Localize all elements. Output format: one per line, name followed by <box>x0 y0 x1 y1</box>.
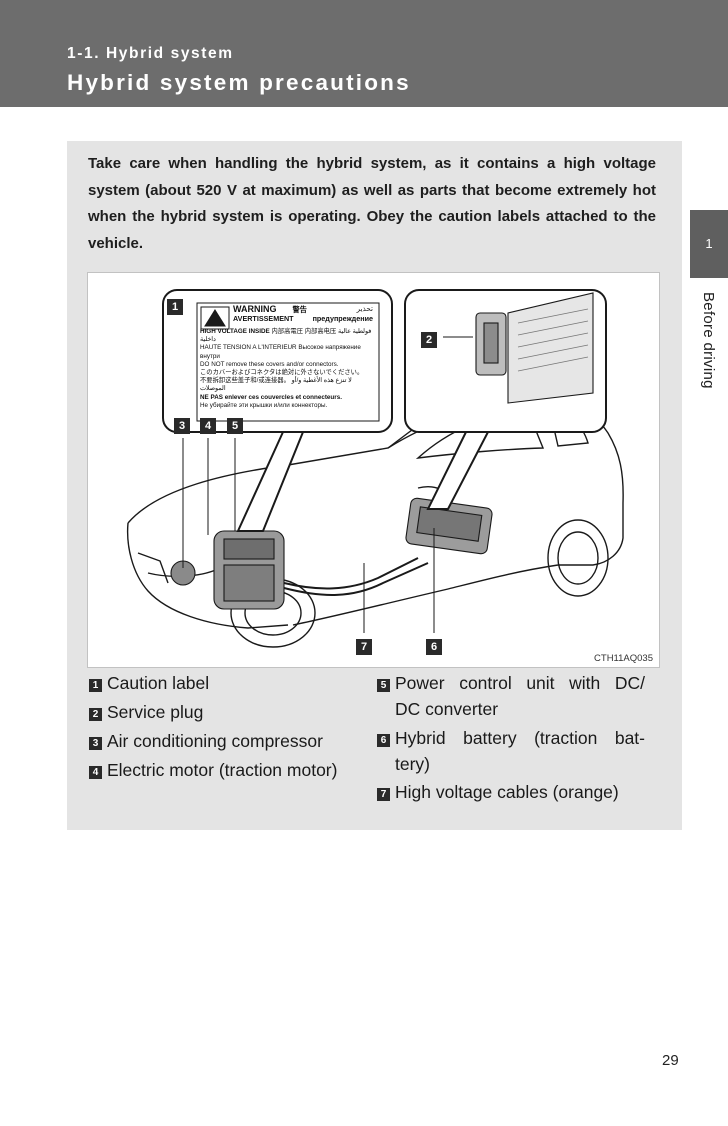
page-number: 29 <box>662 1052 679 1069</box>
caution-warning: WARNING <box>233 304 277 314</box>
caution-line5: 不要拆卸这些盖子和/或连接器。 <box>200 377 290 385</box>
legend-item-7: 7 High voltage cables (orange) <box>377 779 648 805</box>
legend-item-3: 3 Air conditioning compressor <box>89 728 369 754</box>
caution-line2: HAUTE TENSION A L'INTERIEUR <box>200 344 297 352</box>
legend-text: Air conditioning compressor <box>107 731 323 751</box>
legend-item-2: 2 Service plug <box>89 699 369 725</box>
callout-2: 2 <box>421 332 437 348</box>
car-illustration <box>126 289 624 648</box>
chapter-tab: 1 <box>690 210 728 278</box>
caution-line3: DO NOT remove these covers and/or connec… <box>200 360 339 368</box>
callout-3: 3 <box>174 418 190 434</box>
legend-badge: 6 <box>377 734 390 747</box>
caution-line1-jp: 内部高電圧 <box>271 328 303 335</box>
callout-5: 5 <box>227 418 243 434</box>
chapter-label: Before driving <box>700 292 717 389</box>
caution-line1-cn: 内部高电压 <box>304 328 337 335</box>
legend-badge: 2 <box>89 708 102 721</box>
caution-line5-ar: لا تنزع هذه الأغطية و/أو الموصلات <box>200 377 352 393</box>
legend-text: Caution label <box>107 673 210 693</box>
legend-item-4: 4 Electric motor (traction motor) <box>89 757 369 783</box>
intro-paragraph: Take care when handling the hybrid syste… <box>88 155 656 252</box>
caution-line1-ar: فولطية عالية داخلية <box>200 328 372 344</box>
caution-line7: Не убирайте эти крышки и/или коннекторы. <box>200 401 328 409</box>
caution-line6: NE PAS enlever ces couvercles et connect… <box>200 393 342 401</box>
page-header: 1-1. Hybrid system Hybrid system precaut… <box>0 0 728 107</box>
caution-ru-warning: предупреждение <box>312 313 373 323</box>
legend-text-line1: Hybrid battery (traction bat- <box>395 728 645 748</box>
callout-6: 6 <box>426 639 442 655</box>
page-title: Hybrid system precautions <box>67 70 411 95</box>
hybrid-system-figure: 1 2 3 4 5 7 6 WARNING 警告 تحذير AVERTISSE… <box>87 272 660 668</box>
legend-text-line2: tery) <box>395 754 430 774</box>
legend-text-line1: Power control unit with DC/ <box>395 673 645 693</box>
caution-label: WARNING 警告 تحذير AVERTISSEMENT предупреж… <box>198 304 378 420</box>
legend-text: Electric motor (traction motor) <box>107 760 338 780</box>
legend-badge: 5 <box>377 679 390 692</box>
legend-text-line2: DC converter <box>395 699 499 719</box>
caution-line1: HIGH VOLTAGE INSIDE <box>200 328 270 335</box>
caution-line4: このカバーおよびコネクタは絶対に外さないでください。 <box>200 369 364 377</box>
legend-badge: 3 <box>89 737 102 750</box>
legend-badge: 7 <box>377 788 390 801</box>
legend-badge: 4 <box>89 766 102 779</box>
callout-7: 7 <box>356 639 372 655</box>
callout-1: 1 <box>167 299 183 315</box>
legend-text: High voltage cables (orange) <box>395 782 619 802</box>
caution-line2-ru: Высокое напряжение внутри <box>200 344 361 360</box>
legend-item-1: 1 Caution label <box>89 670 369 696</box>
caution-avertissement: AVERTISSEMENT <box>233 313 294 323</box>
section-title: 1-1. Hybrid system <box>67 45 234 62</box>
legend-text: Service plug <box>107 702 204 722</box>
caution-jp-warning: 警告 <box>292 305 307 314</box>
figure-code: CTH11AQ035 <box>594 653 653 664</box>
legend-item-6: 6 Hybrid battery (traction bat-tery) <box>377 725 648 777</box>
legend-badge: 1 <box>89 679 102 692</box>
legend-item-5: 5 Power control unit with DC/DC converter <box>377 670 648 722</box>
callout-4: 4 <box>200 418 216 434</box>
caution-ar-warning: تحذير <box>356 304 373 313</box>
